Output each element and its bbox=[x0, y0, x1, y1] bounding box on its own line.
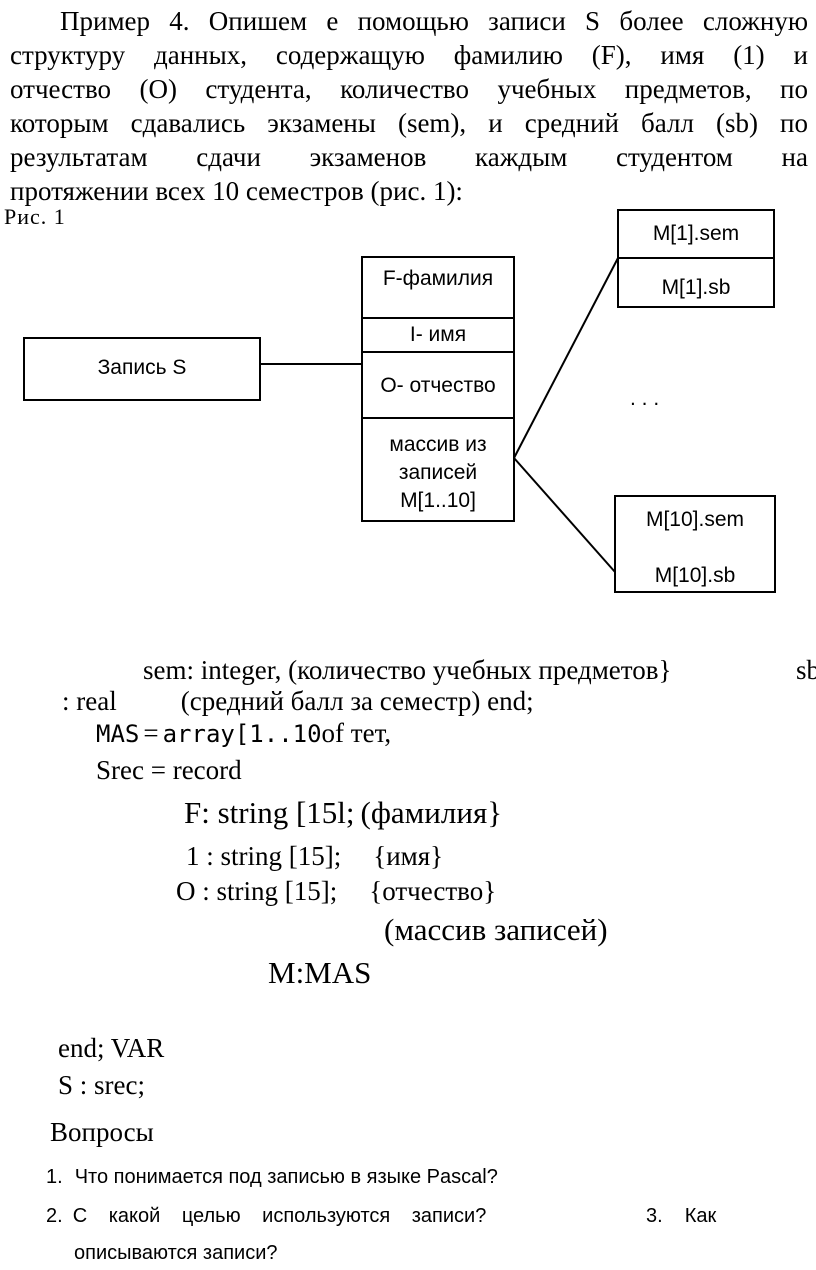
intro-line: отчество (О) студента, количество учебны… bbox=[10, 74, 808, 104]
field-array-line: записей bbox=[399, 461, 477, 484]
code-line-11: S : srec; bbox=[58, 1070, 145, 1100]
questions-heading: Вопросы bbox=[50, 1117, 154, 1147]
code-line-7: О : string [15];{отчество} bbox=[176, 876, 497, 906]
code-line-9: M:MAS bbox=[268, 955, 372, 990]
array-item-last-box bbox=[614, 495, 776, 593]
code-line-5: F: string [15l;(фамилия} bbox=[184, 795, 503, 830]
question-3: 3.Как bbox=[646, 1205, 717, 1227]
code-line-8: (массив записей) bbox=[384, 912, 608, 947]
intro-line: структуру данных, содержащую фамилию (F)… bbox=[10, 40, 808, 70]
question-3-continued: описываются записи? bbox=[74, 1242, 278, 1264]
connector-array-to-top bbox=[513, 257, 619, 459]
field-name: I- имя bbox=[410, 323, 466, 346]
record-box-label: Запись S bbox=[98, 356, 187, 379]
intro-line: протяжении всех 10 семестров (рис. 1): bbox=[10, 176, 463, 206]
field-array-line: массив из bbox=[389, 433, 486, 456]
record-box bbox=[23, 337, 261, 401]
intro-paragraph: Пример 4. Опишем е помощью записи S боле… bbox=[10, 4, 808, 208]
question-2: 2.С какой целью используются записи? bbox=[46, 1205, 487, 1227]
intro-line: Пример 4. Опишем е помощью записи S боле… bbox=[60, 6, 808, 36]
code-line-2: : real(средний балл за семестр) end; bbox=[62, 686, 534, 716]
code-line-10: end; VAR bbox=[58, 1033, 165, 1063]
field-surname: F-фамилия bbox=[383, 267, 493, 290]
code-line-3: MAS=array[1..10of тет, bbox=[96, 718, 392, 748]
intro-line: результатам сдачи экзаменов каждым студе… bbox=[10, 142, 808, 172]
figure-label: Рис. 1 bbox=[4, 204, 66, 229]
diagram-ellipsis: . . . bbox=[630, 387, 659, 410]
record-structure-diagram: Запись S F-фамилия I- имя О- отчество ма… bbox=[23, 209, 776, 593]
item-last-sb: M[10].sb bbox=[655, 564, 736, 587]
field-array-line: M[1..10] bbox=[400, 489, 476, 512]
item-last-sem: M[10].sem bbox=[646, 508, 744, 531]
code-line-1: sem: integer, (количество учебных предме… bbox=[143, 655, 672, 685]
code-line-6: 1 : string [15];{имя} bbox=[186, 841, 444, 871]
code-line-4: Srec = record bbox=[96, 755, 242, 785]
connector-array-to-bottom bbox=[513, 457, 616, 573]
code-line-1-tail: sb bbox=[796, 655, 816, 685]
intro-line: которым сдавались экзамены (sem), и сред… bbox=[10, 108, 808, 138]
fields-column bbox=[361, 256, 515, 522]
item-first-sb: M[1].sb bbox=[662, 276, 731, 299]
question-1: 1.Что понимается под записью в языке Pas… bbox=[46, 1166, 498, 1188]
item-first-sem: M[1].sem bbox=[653, 222, 739, 245]
field-patronymic: О- отчество bbox=[380, 374, 495, 397]
